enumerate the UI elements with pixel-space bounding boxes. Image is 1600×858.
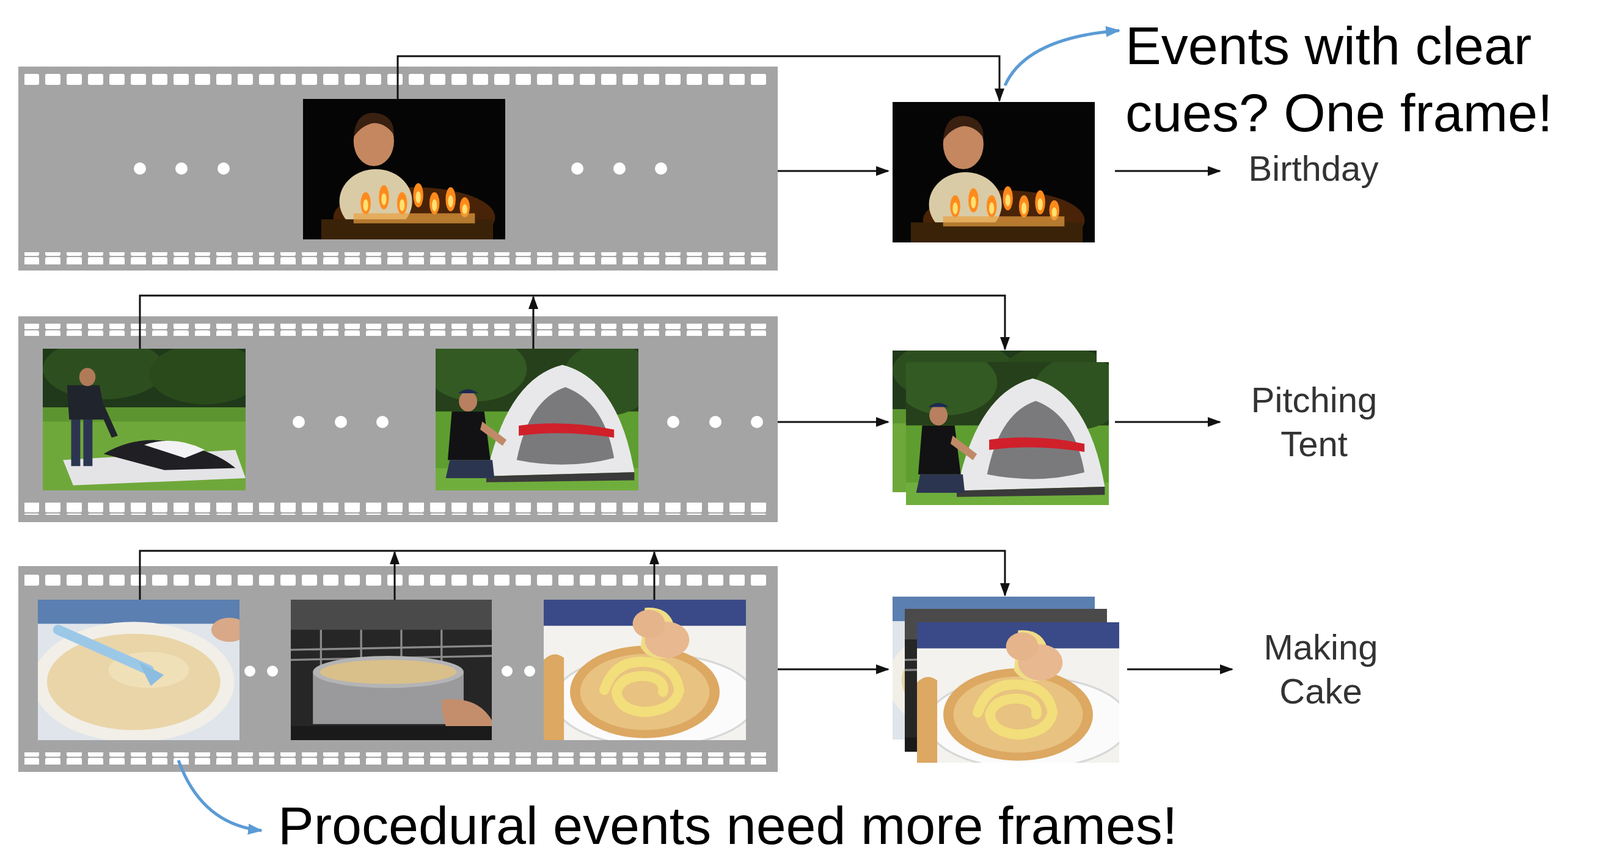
illustration-part — [18, 566, 778, 773]
illustration-part — [24, 573, 772, 586]
illustration-part — [24, 502, 772, 516]
callout-text: Events with clear cues? One frame! — [1125, 12, 1596, 147]
illustration-part — [654, 162, 668, 175]
illustration-part — [178, 760, 262, 831]
illustration-part — [501, 665, 513, 677]
class-label-box: Birthday — [1221, 147, 1406, 190]
illustration-part — [667, 416, 680, 429]
video-frame — [290, 599, 492, 741]
illustration-part — [524, 665, 536, 677]
selected-frame — [895, 350, 1125, 506]
selection-line — [139, 56, 1005, 600]
video-frame — [42, 338, 261, 491]
film-strip — [18, 316, 778, 523]
illustration-part — [1114, 421, 1221, 424]
illustration-part — [139, 551, 1005, 600]
illustration-part — [24, 323, 772, 337]
film-strip — [18, 566, 778, 773]
illustration-part — [1114, 170, 1221, 173]
callout-arrow — [178, 30, 1120, 831]
illustration-part — [18, 316, 778, 523]
illustration-part — [613, 162, 626, 175]
selected-frame — [892, 102, 1095, 251]
class-label: Birthday — [1221, 147, 1406, 190]
illustration-part — [24, 752, 772, 765]
class-label-box: Making Cake — [1235, 625, 1407, 715]
selected-frame — [916, 622, 1130, 770]
illustration-part — [244, 665, 256, 677]
illustration-part — [777, 421, 889, 424]
illustration-part — [334, 416, 348, 429]
illustration-part — [133, 162, 147, 175]
illustration-part — [777, 668, 889, 671]
illustration-part — [376, 416, 389, 429]
class-label: Pitching Tent — [1228, 378, 1400, 467]
illustration-part — [1127, 668, 1233, 671]
illustration-part — [532, 296, 535, 349]
callout-text-box: Events with clear cues? One frame! — [1125, 12, 1596, 147]
illustration-part — [217, 162, 230, 175]
illustration-part — [139, 295, 1005, 350]
illustration-part — [394, 552, 396, 600]
callout-text-box: Procedural events need more frames! — [277, 796, 1500, 856]
illustration-part — [175, 162, 188, 175]
callout-text: Procedural events need more frames! — [277, 796, 1500, 856]
illustration-part — [571, 162, 584, 175]
illustration-part — [777, 170, 889, 173]
illustration-part — [709, 416, 722, 429]
illustration-part — [266, 665, 278, 677]
video-frame — [543, 599, 757, 747]
video-frame — [303, 98, 506, 248]
illustration-part — [1004, 30, 1120, 86]
illustration-part — [750, 416, 764, 429]
illustration-part — [292, 416, 305, 429]
illustration-part — [397, 56, 1000, 101]
illustration-part — [653, 552, 656, 600]
class-label: Making Cake — [1235, 625, 1407, 715]
class-label-box: Pitching Tent — [1228, 378, 1400, 467]
video-frame — [425, 336, 654, 491]
video-frame — [32, 599, 248, 743]
flow-arrow — [777, 171, 1233, 670]
illustration-part — [24, 252, 772, 265]
